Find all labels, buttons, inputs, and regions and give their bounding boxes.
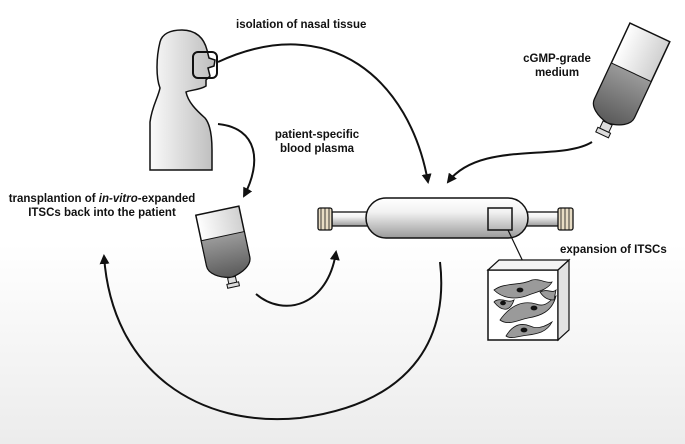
- patient-silhouette: [149, 29, 218, 171]
- stem-cells-icon: [493, 279, 557, 338]
- cell-culture-cube-icon: [486, 258, 571, 342]
- label-medium-line1: cGMP-grade: [523, 53, 591, 65]
- label-transplant: transplantion of in-vitro-expanded ITSCs…: [8, 192, 196, 220]
- arrow-transplant: [99, 254, 443, 421]
- label-transplant-line2: ITSCs back into the patient: [28, 207, 176, 219]
- label-medium-line2: medium: [534, 67, 580, 79]
- nasal-region-box: [192, 51, 218, 79]
- label-isolation: isolation of nasal tissue: [236, 19, 367, 31]
- label-transplant-pre: transplantion of: [8, 193, 99, 205]
- label-transplant-post: -expanded: [137, 193, 196, 205]
- label-medium: cGMP-grade medium: [511, 52, 603, 80]
- magnify-region-box: [487, 207, 513, 231]
- process-arrows: [99, 43, 593, 421]
- arrow-to-reactor: [255, 250, 340, 307]
- label-plasma-line1: patient-specific: [274, 129, 360, 141]
- label-transplant-line1: transplantion of in-vitro-expanded: [8, 192, 196, 206]
- label-plasma-line2: blood plasma: [279, 143, 355, 155]
- label-plasma: patient-specific blood plasma: [262, 128, 372, 156]
- arrow-isolation: [217, 43, 432, 184]
- plasma-bag-icon: [194, 205, 251, 289]
- arrow-medium: [446, 141, 593, 184]
- label-expansion: expansion of ITSCs: [560, 244, 667, 256]
- bioreactor-icon: [317, 197, 574, 271]
- label-transplant-italic: in-vitro: [98, 193, 138, 205]
- medium-bag-icon: [592, 22, 671, 139]
- arrow-plasma: [217, 123, 256, 198]
